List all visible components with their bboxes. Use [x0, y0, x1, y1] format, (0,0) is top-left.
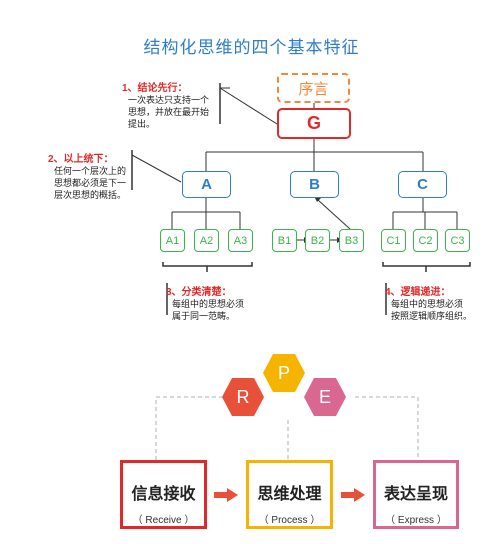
note-line: 一次表达只支持一个: [128, 95, 210, 105]
leaf-a3: A3: [228, 229, 253, 252]
note-line: 每组中的思想必须: [391, 299, 464, 309]
leaf-b3: B3: [339, 229, 364, 252]
note-title: 1、结论先行：: [122, 83, 188, 94]
arrow-right-icon: [214, 488, 238, 502]
stage-express-title: 表达呈现: [383, 486, 448, 503]
stage-express-subtitle: （ Express ）: [385, 515, 447, 526]
leaf-b1: B1: [272, 229, 297, 252]
note-line: 提出。: [128, 119, 156, 129]
hexagon-r-label: R: [236, 386, 250, 407]
stage-receive: 信息接收 （ Receive ）: [120, 460, 207, 529]
note-line: 思想都必须是下一: [54, 178, 127, 188]
stage-process-title: 思维处理: [257, 486, 322, 503]
hexagon-p: P: [262, 351, 306, 395]
leaf-c1: C1: [381, 229, 406, 252]
note-line: 按照逻辑顺序组织。: [391, 311, 473, 321]
stage-receive-title: 信息接收: [131, 486, 196, 503]
leaf-c3: C3: [445, 229, 470, 252]
preface-box: 序言: [277, 73, 350, 103]
note-line: 思想，并放在最开始: [128, 107, 210, 117]
note-line: 每组中的思想必须: [172, 299, 245, 309]
note-line: 层次思想的概括。: [54, 190, 127, 200]
note-top-down: 2、以上统下： 任何一个层次上的 思想都必须是下一 层次思想的概括。: [48, 150, 126, 201]
stage-process: 思维处理 （ Process ）: [246, 460, 333, 529]
note-conclusion-first: 1、结论先行： 一次表达只支持一个 思想，并放在最开始 提出。: [122, 79, 209, 130]
hexagon-p-label: P: [277, 362, 290, 383]
arrow-right-icon: [341, 488, 365, 502]
note-title: 4、逻辑递进：: [385, 287, 451, 298]
note-line: 任何一个层次上的: [54, 166, 127, 176]
note-title: 3、分类清楚：: [166, 287, 232, 298]
leaf-b2: B2: [305, 229, 330, 252]
note-line: 属于同一范畴。: [172, 311, 236, 321]
node-a: A: [182, 171, 231, 198]
stage-process-subtitle: （ Process ）: [258, 515, 321, 526]
hexagon-e: E: [303, 375, 347, 419]
node-b: B: [290, 171, 339, 198]
stage-receive-subtitle: （ Receive ）: [132, 515, 195, 526]
leaf-c2: C2: [413, 229, 438, 252]
note-clear-categories: 3、分类清楚： 每组中的思想必须 属于同一范畴。: [166, 283, 244, 322]
hexagon-e-label: E: [318, 386, 331, 407]
node-c: C: [398, 171, 447, 198]
page-title: 结构化思维的四个基本特征: [143, 38, 360, 57]
root-node-g: G: [277, 108, 351, 139]
leaf-a2: A2: [194, 229, 219, 252]
note-logical-progression: 4、逻辑递进： 每组中的思想必须 按照逻辑顺序组织。: [385, 283, 472, 322]
hexagon-r: R: [221, 375, 265, 419]
stage-express: 表达呈现 （ Express ）: [373, 460, 459, 529]
leaf-a1: A1: [160, 229, 185, 252]
note-title: 2、以上统下：: [48, 154, 114, 165]
